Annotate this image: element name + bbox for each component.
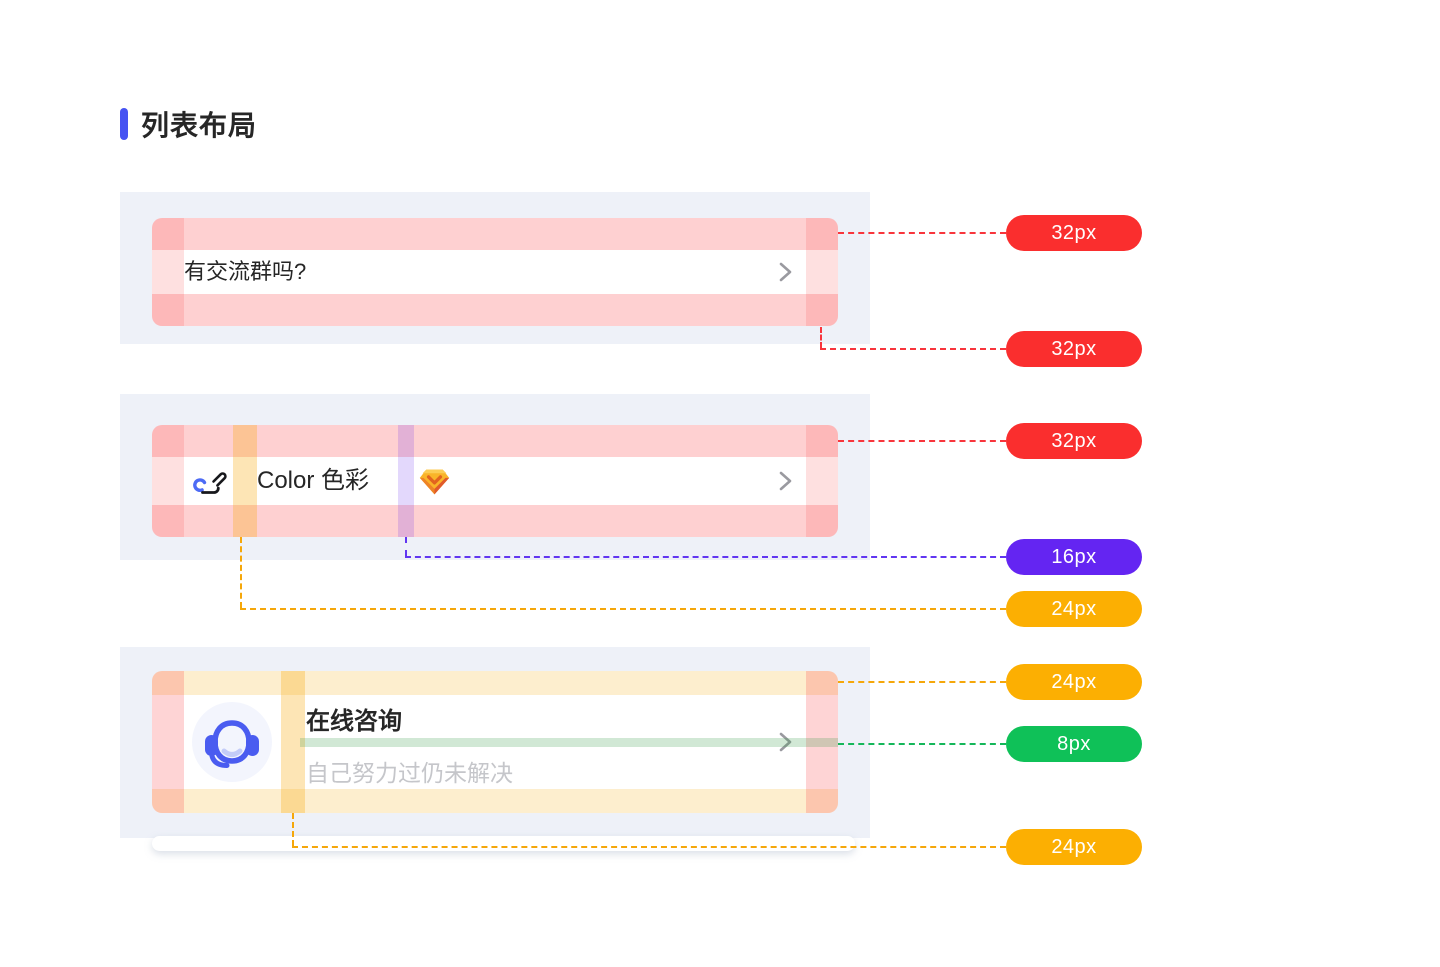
measurement-badge: 32px xyxy=(1006,215,1142,251)
connector-line-red xyxy=(838,440,1006,442)
list-item-label: Color 色彩 xyxy=(257,467,370,494)
padding-overlay-bottom-32 xyxy=(152,505,838,537)
measurement-badge: 24px xyxy=(1006,829,1142,865)
connector-line-amber xyxy=(292,846,1006,848)
list-item[interactable]: 在线咨询 自己努力过仍未解决 xyxy=(152,671,838,813)
padding-overlay-left-32 xyxy=(152,218,184,326)
measurement-badge: 32px xyxy=(1006,423,1142,459)
connector-line-red xyxy=(820,348,1006,350)
padding-overlay-top-24 xyxy=(152,671,838,695)
title-accent-bar xyxy=(120,108,128,140)
gap-overlay-8 xyxy=(300,738,838,747)
measurement-badge: 24px xyxy=(1006,591,1142,627)
padding-overlay-top-32 xyxy=(152,425,838,457)
connector-line-red xyxy=(838,232,1006,234)
section-header: 列表布局 xyxy=(120,104,257,144)
measurement-badge: 24px xyxy=(1006,664,1142,700)
example-card-icon-list: Color 色彩 xyxy=(120,394,870,560)
connector-line-amber xyxy=(240,608,1006,610)
padding-overlay-bottom-24 xyxy=(152,789,838,813)
connector-line-red xyxy=(820,327,822,348)
chevron-right-icon[interactable] xyxy=(774,261,796,283)
connector-line-amber xyxy=(838,681,1006,683)
padding-overlay-top-32 xyxy=(152,218,838,250)
connector-line-purple xyxy=(405,537,407,556)
padding-overlay-left-32 xyxy=(152,671,184,813)
list-item[interactable]: 有交流群吗? xyxy=(152,218,838,326)
headset-support-avatar xyxy=(192,702,272,782)
gap-overlay-24 xyxy=(233,425,257,537)
example-card-simple-list: 有交流群吗? xyxy=(120,192,870,344)
headset-icon xyxy=(205,720,259,768)
next-list-item-peek xyxy=(152,836,855,851)
gap-overlay-24 xyxy=(281,671,305,813)
connector-line-amber xyxy=(292,813,294,846)
gap-overlay-16 xyxy=(398,425,414,537)
padding-overlay-left-32 xyxy=(152,425,184,537)
list-item[interactable]: Color 色彩 xyxy=(152,425,838,537)
page-title: 列表布局 xyxy=(141,110,258,141)
signature-pen-icon xyxy=(193,472,227,494)
list-item-subtitle: 自己努力过仍未解决 xyxy=(306,760,513,786)
padding-overlay-right-32 xyxy=(806,425,838,537)
chevron-right-icon[interactable] xyxy=(774,731,796,753)
chevron-right-icon[interactable] xyxy=(774,470,796,492)
list-item-title: 在线咨询 xyxy=(306,708,402,735)
measurement-badge: 8px xyxy=(1006,726,1142,762)
orange-gem-icon xyxy=(419,469,450,495)
padding-overlay-right-32 xyxy=(806,218,838,326)
connector-line-green xyxy=(838,743,1006,745)
padding-overlay-bottom-32 xyxy=(152,294,838,326)
measurement-badge: 16px xyxy=(1006,539,1142,575)
padding-overlay-right-32 xyxy=(806,671,838,813)
list-item-label: 有交流群吗? xyxy=(184,259,307,284)
connector-line-amber xyxy=(240,537,242,608)
example-card-two-line-list: 在线咨询 自己努力过仍未解决 xyxy=(120,647,870,838)
connector-line-purple xyxy=(405,556,1006,558)
measurement-badge: 32px xyxy=(1006,331,1142,367)
